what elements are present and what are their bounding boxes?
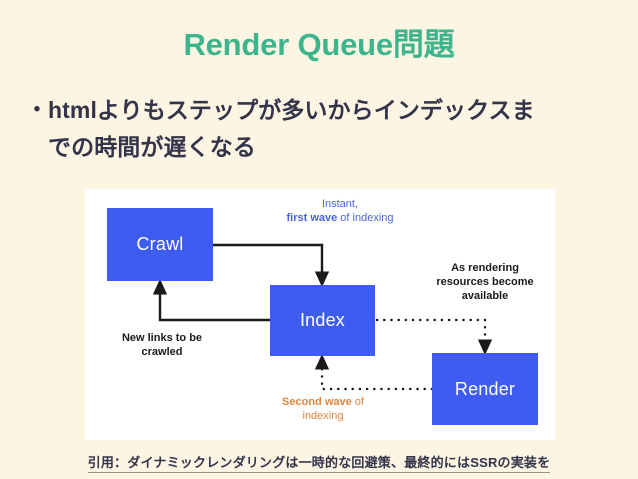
annotation-second-wave-line-2: indexing [302,410,344,423]
edge-index-to-render [375,318,493,356]
edge-index-to-crawl [152,278,270,322]
annotation-new-links: New links to be crawled [97,331,227,359]
annotation-second-wave: Second wave of indexing [245,395,401,423]
annotation-first-wave-line-1: Instant, [321,198,359,210]
diagram-node-crawl-label: Crawl [136,234,184,254]
diagram-node-index-label: Index [299,310,346,330]
annotation-as-rendering: As rendering resources become available [415,261,555,303]
list-item: • htmlよりもステップが多いからインデックスま での時間が遅くなる [26,92,622,167]
annotation-as-rendering-line-1: As rendering [451,262,519,274]
render-queue-diagram: Crawl Index Render Instant, first wave o… [85,189,555,440]
diagram-node-crawl[interactable]: Crawl [107,208,213,281]
diagram-node-render-label: Render [454,378,516,399]
annotation-first-wave-rest: of indexing [337,212,394,225]
annotation-second-wave-rest: of [351,396,364,408]
diagram-node-index[interactable]: Index [270,285,375,356]
source-caption-text: 引用：ダイナミックレンダリングは一時的な回避策、最終的にはSSRの実装を [87,455,551,473]
page-title: Render Queue問題 [183,27,455,62]
edge-render-to-index [314,353,434,391]
list-item-line-1: htmlよりもステップが多いからインデックスま [48,97,535,123]
list-item-line-2: での時間が遅くなる [48,134,256,161]
edge-crawl-to-index [213,243,330,288]
annotation-as-rendering-line-3: available [461,290,509,303]
annotation-as-rendering-line-2: resources become [436,276,534,289]
list-item-text: htmlよりもステップが多いからインデックスま での時間が遅くなる [48,92,622,167]
annotation-new-links-line-1: New links to be [121,332,203,344]
annotation-first-wave-strong: first wave [286,212,338,225]
annotation-first-wave: Instant, first wave of indexing [255,197,425,225]
diagram-node-render[interactable]: Render [432,353,538,425]
bullet-marker-icon: • [33,99,41,120]
bullet-list: • htmlよりもステップが多いからインデックスま での時間が遅くなる [26,92,622,167]
annotation-second-wave-strong: Second wave [282,396,352,408]
annotation-new-links-line-2: crawled [141,346,183,359]
source-caption: 引用：ダイナミックレンダリングは一時的な回避策、最終的にはSSRの実装を [0,452,638,473]
